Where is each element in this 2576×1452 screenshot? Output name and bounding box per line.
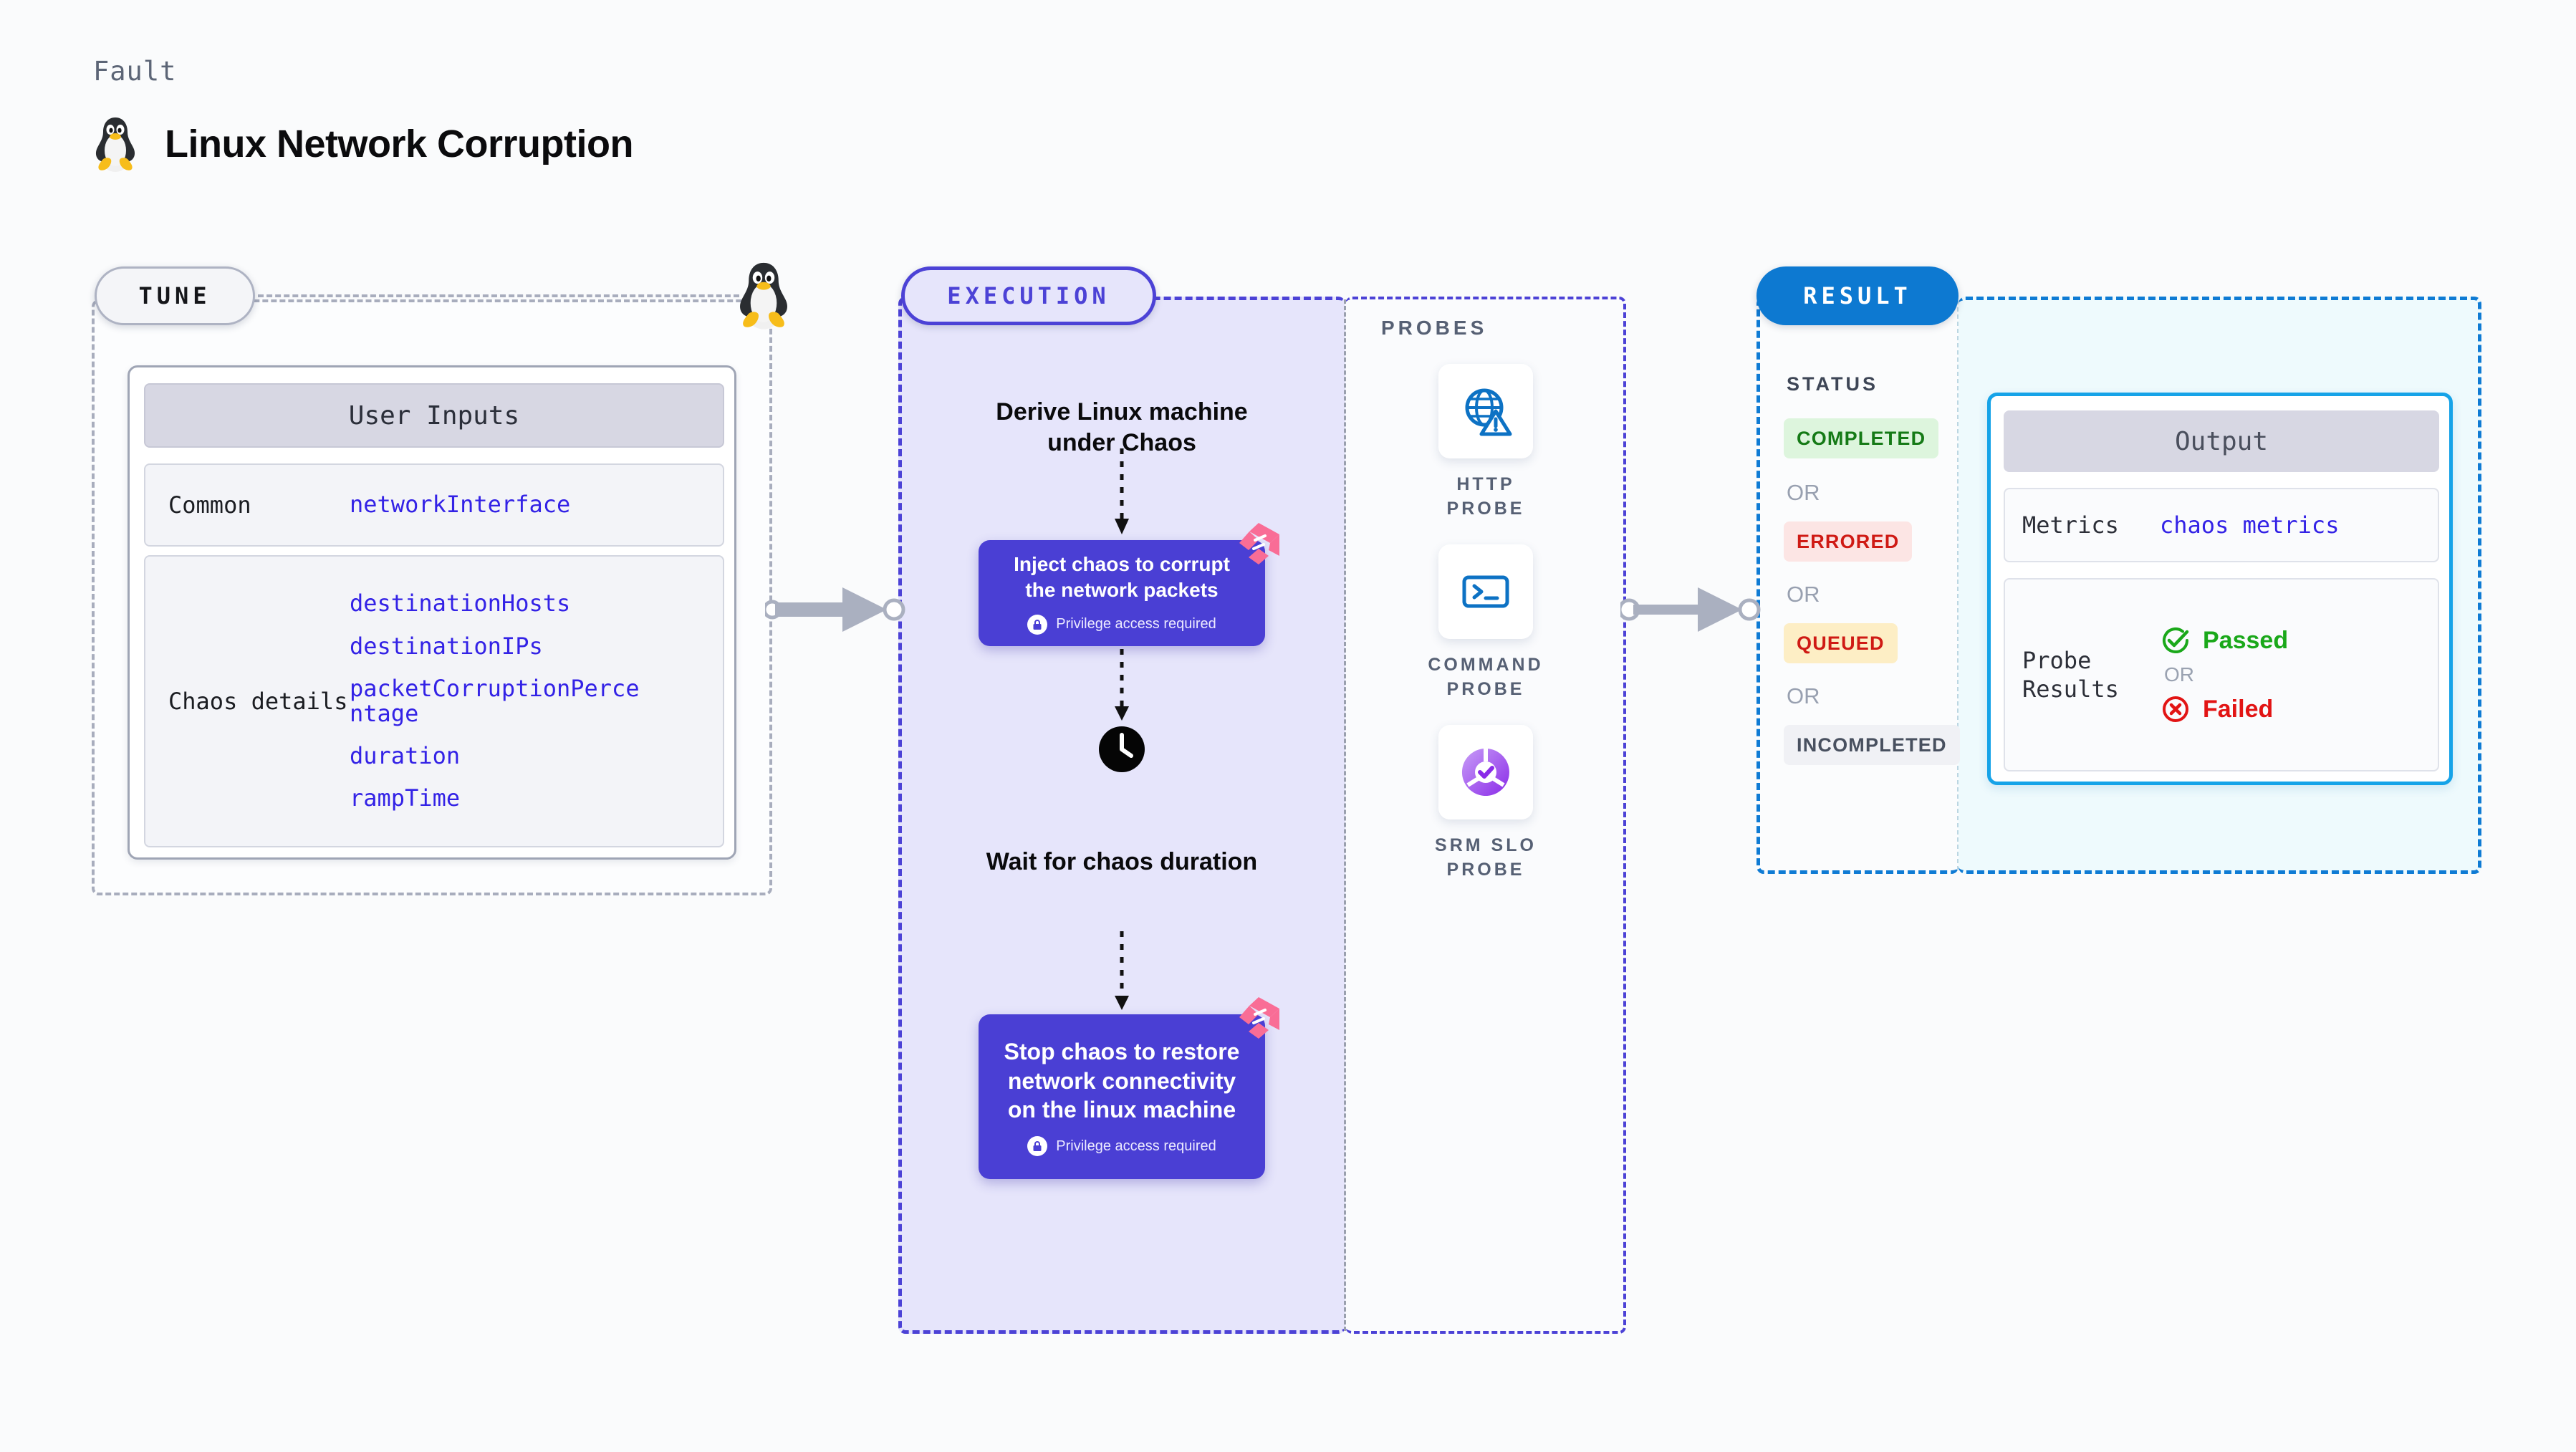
probe-command[interactable]: COMMAND PROBE [1428,544,1541,702]
tune-leader-line [258,294,739,297]
probe-result-label: Failed [2203,695,2274,723]
lock-icon [1027,614,1048,635]
tune-row-values: destinationHosts destinationIPs packetCo… [350,591,650,811]
tune-row-key: Chaos details [168,688,348,715]
flow-arrow-icon [1115,931,1129,1010]
probe-label: COMMAND PROBE [1428,655,1544,699]
tune-value[interactable]: networkInterface [350,491,571,519]
clock-icon [1099,726,1145,772]
check-circle-icon [2163,628,2189,653]
harness-logo-icon [1239,997,1279,1039]
node-privilege-text: Privilege access required [1056,616,1216,633]
flow-arrow-icon [1115,448,1129,534]
probe-label: SRM SLO PROBE [1435,835,1537,880]
x-circle-icon [2163,696,2188,722]
node-title: Inject chaos to corrupt the network pack… [1014,553,1230,601]
tune-value[interactable]: duration [350,742,461,770]
result-status-panel [1756,297,1959,874]
status-label: STATUS [1787,373,1878,395]
probe-result-failed: Failed [2160,693,2288,725]
node-privilege-text: Privilege access required [1056,1138,1216,1154]
probe-results-list: Passed OR Failed [2160,625,2288,725]
node-privilege-note: Privilege access required [1027,614,1216,635]
execution-step-title: Derive Linux machine under Chaos [996,398,1248,456]
linux-penguin-icon [95,117,135,172]
globe-warning-icon [1465,388,1512,436]
status-or: OR [1787,683,1820,708]
linux-penguin-icon [740,262,787,330]
tune-value[interactable]: destinationIPs [350,632,543,660]
connector-probes-to-result [1620,587,1761,632]
user-inputs-card: User Inputs Common networkInterface Chao… [128,365,736,860]
probe-tile[interactable] [1438,544,1533,639]
tune-row-key: Common [168,491,251,519]
execution-chaos-node-stop[interactable]: Stop chaos to restore network connectivi… [979,997,1279,1179]
lock-icon [1027,1136,1048,1157]
output-row-metrics: Metrics chaos metrics [2004,488,2439,562]
tune-value[interactable]: destinationHosts [350,590,571,617]
probes-label: PROBES [1381,317,1488,339]
result-stage-badge[interactable]: RESULT [1756,266,1959,325]
status-badge-queued: QUEUED [1784,623,1898,663]
probe-result-or: OR [2164,663,2194,686]
execution-chaos-node-inject[interactable]: Inject chaos to corrupt the network pack… [979,523,1279,646]
output-row-key: Metrics [2022,511,2119,539]
probe-result-passed: Passed [2160,625,2288,656]
tune-row-values: networkInterface [350,492,570,517]
output-metrics-value[interactable]: chaos metrics [2160,511,2340,539]
probe-tile[interactable] [1438,364,1533,458]
fault-kicker: Fault [93,56,177,87]
page-title: Linux Network Corruption [93,115,633,173]
probe-http[interactable]: HTTP PROBE [1438,364,1533,521]
status-badge-incompleted: INCOMPLETED [1784,725,1960,765]
connector-tune-to-execution [765,587,905,632]
probe-tile[interactable] [1438,725,1533,819]
harness-logo-icon [1239,523,1279,564]
execution-stage-badge[interactable]: EXECUTION [901,266,1156,325]
terminal-icon [1462,575,1509,608]
user-inputs-header: User Inputs [144,383,724,448]
status-badge-completed: COMPLETED [1784,418,1939,458]
output-row-probe-results: Probe Results Passed OR Failed [2004,578,2439,771]
status-or: OR [1787,480,1820,505]
flow-arrow-icon [1115,649,1129,721]
tune-value[interactable]: rampTime [350,784,461,812]
probe-label: HTTP PROBE [1446,474,1525,519]
output-card: Output Metrics chaos metrics Probe Resul… [1987,393,2453,785]
status-badge-errored: ERRORED [1784,521,1913,562]
status-or: OR [1787,582,1820,607]
node-title: Stop chaos to restore network connectivi… [1004,1038,1240,1123]
node-privilege-note: Privilege access required [1027,1136,1216,1157]
tune-row-chaos-details: Chaos details destinationHosts destinati… [144,555,724,847]
tune-value[interactable]: packetCorruptionPercentage [350,674,640,727]
output-header: Output [2004,410,2439,472]
execution-step-title: Wait for chaos duration [986,848,1258,875]
probe-srm-slo[interactable]: SRM SLO PROBE [1435,725,1534,883]
output-row-key: Probe Results [2022,647,2119,703]
srm-slo-donut-icon [1461,749,1509,796]
page-title-text: Linux Network Corruption [165,122,633,165]
execution-flow: Derive Linux machine under Chaos Inject … [898,297,1345,1334]
tune-stage-badge[interactable]: TUNE [95,266,255,325]
probe-result-label: Passed [2203,626,2289,654]
tune-row-common: Common networkInterface [144,463,724,547]
